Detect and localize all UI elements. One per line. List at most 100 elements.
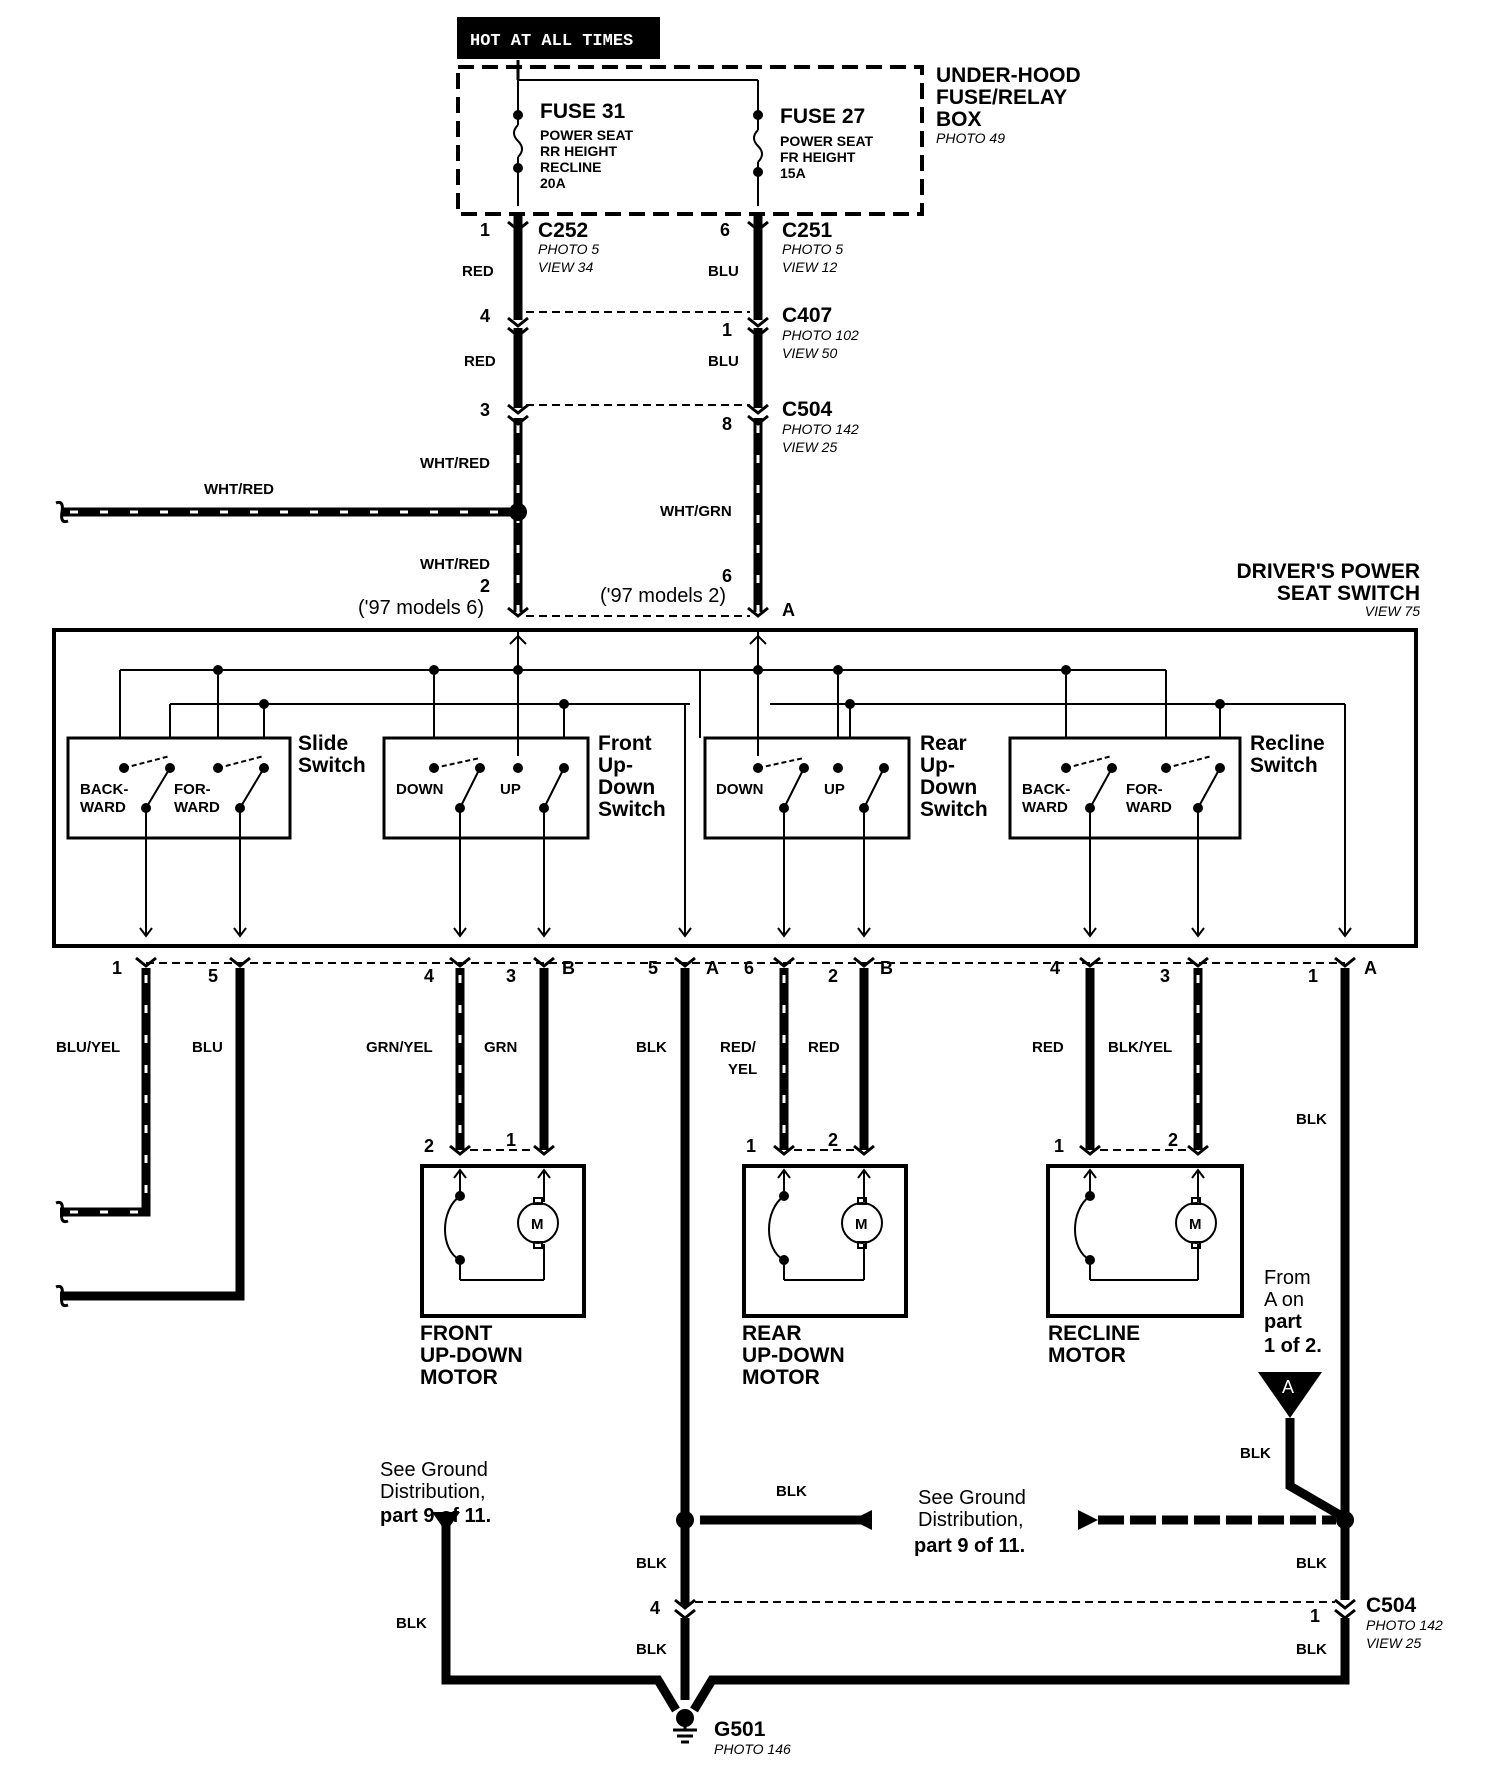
svg-text:HOT AT ALL TIMES: HOT AT ALL TIMES xyxy=(470,32,633,51)
wire-label-red-yel: YEL xyxy=(728,1061,757,1078)
svg-text:FUSE/RELAY: FUSE/RELAY xyxy=(936,86,1067,109)
switch-assembly-box xyxy=(52,628,1418,948)
connector-c252: C252 PHOTO 5 VIEW 34 xyxy=(538,219,599,275)
svg-text:M: M xyxy=(531,1216,544,1233)
svg-text:WARD: WARD xyxy=(174,799,220,816)
svg-text:POWER SEAT: POWER SEAT xyxy=(780,133,874,149)
from-a-triangle-icon: A xyxy=(1258,1372,1322,1418)
svg-text:BACK-: BACK- xyxy=(1022,781,1070,798)
svg-text:PHOTO 142: PHOTO 142 xyxy=(782,421,859,437)
connector-c504-bottom: C504 PHOTO 142 VIEW 25 xyxy=(1366,1594,1443,1651)
svg-text:WARD: WARD xyxy=(1022,799,1068,816)
wire-label-blk-yel: BLK/YEL xyxy=(1108,1039,1172,1056)
svg-text:FOR-: FOR- xyxy=(1126,781,1163,798)
svg-text:part 9 of 11.: part 9 of 11. xyxy=(914,1535,1025,1557)
svg-text:Distribution,: Distribution, xyxy=(918,1509,1024,1531)
drivers-power-seat-switch-title: DRIVER'S POWER SEAT SWITCH VIEW 75 xyxy=(1236,560,1420,619)
wire-label-blk: BLK xyxy=(636,1641,667,1658)
pin-recline-motor-1: 1 xyxy=(1054,1136,1064,1156)
bottom-pin-labels: 1 5 4 3 B 5 A 6 2 B 4 3 1 A xyxy=(112,958,1377,986)
svg-text:FUSE 31: FUSE 31 xyxy=(540,100,626,123)
blu-yel-wire xyxy=(55,968,151,1224)
switch-internal-junctions xyxy=(213,665,1225,709)
wire-label-wht-red: WHT/RED xyxy=(420,556,490,573)
pin-front-motor-1: 1 xyxy=(506,1130,516,1150)
blk-right-wire xyxy=(1340,968,1350,1600)
svg-text:6: 6 xyxy=(744,958,754,978)
pin-c504-right: 8 xyxy=(722,414,732,434)
pin-c407-right: 1 xyxy=(722,320,732,340)
hot-at-all-times-label: HOT AT ALL TIMES xyxy=(457,17,660,59)
svg-text:MOTOR: MOTOR xyxy=(1048,1344,1126,1367)
svg-text:DOWN: DOWN xyxy=(396,781,444,798)
wire-label-blk: BLK xyxy=(1296,1555,1327,1572)
svg-text:Rear: Rear xyxy=(920,732,967,755)
svg-text:FRONT: FRONT xyxy=(420,1322,492,1345)
svg-text:VIEW 75: VIEW 75 xyxy=(1365,603,1420,619)
fuse-31: FUSE 31 POWER SEAT RR HEIGHT RECLINE 20A xyxy=(513,80,634,206)
wire-label-red: RED xyxy=(1032,1039,1064,1056)
svg-text:2: 2 xyxy=(828,966,838,986)
wire-label-red: RED xyxy=(462,263,494,280)
pin-rear-motor-2: 2 xyxy=(828,1130,838,1150)
svg-text:Switch: Switch xyxy=(298,754,366,777)
svg-text:VIEW 25: VIEW 25 xyxy=(782,439,837,455)
svg-text:VIEW 34: VIEW 34 xyxy=(538,259,593,275)
svg-text:C252: C252 xyxy=(538,219,588,242)
svg-text:MOTOR: MOTOR xyxy=(420,1366,498,1389)
svg-text:M: M xyxy=(855,1216,868,1233)
svg-text:Distribution,: Distribution, xyxy=(380,1481,486,1503)
svg-text:UP: UP xyxy=(500,781,521,798)
svg-text:SEAT SWITCH: SEAT SWITCH xyxy=(1277,582,1420,605)
front-up-down-switch: DOWN UP Front Up- Down Switch xyxy=(382,732,666,840)
svg-text:Down: Down xyxy=(920,776,977,799)
svg-text:1: 1 xyxy=(1308,966,1318,986)
connector-c504-top: C504 PHOTO 142 VIEW 25 xyxy=(782,398,859,455)
wire-label-blk: BLK xyxy=(1296,1111,1327,1128)
svg-text:3: 3 xyxy=(506,966,516,986)
svg-text:BOX: BOX xyxy=(936,108,982,131)
rear-motor-wires xyxy=(773,968,875,1156)
recline-motor-wires xyxy=(1079,968,1209,1156)
svg-text:A: A xyxy=(706,958,719,978)
recline-switch: BACK- WARD FOR- WARD Recline Switch xyxy=(1008,732,1325,840)
svg-text:C504: C504 xyxy=(782,398,833,421)
svg-text:5: 5 xyxy=(648,958,658,978)
svg-text:4: 4 xyxy=(1050,958,1060,978)
svg-text:UP-DOWN: UP-DOWN xyxy=(420,1344,523,1367)
svg-text:REAR: REAR xyxy=(742,1322,802,1345)
rear-up-down-switch: DOWN UP Rear Up- Down Switch xyxy=(703,732,988,840)
pin-recline-motor-2: 2 xyxy=(1168,1130,1178,1150)
recline-motor: M RECLINE MOTOR xyxy=(1046,1164,1244,1367)
svg-text:Up-: Up- xyxy=(598,754,633,777)
svg-text:1 of 2.: 1 of 2. xyxy=(1264,1335,1322,1357)
svg-text:G501: G501 xyxy=(714,1718,766,1741)
svg-text:FR HEIGHT: FR HEIGHT xyxy=(780,149,856,165)
wire-label-blu: BLU xyxy=(708,353,739,370)
blu-wire xyxy=(55,968,245,1308)
wire-label-blk: BLK xyxy=(396,1615,427,1632)
wire-label-red: RED xyxy=(464,353,496,370)
connector-c251: C251 PHOTO 5 VIEW 12 xyxy=(782,219,843,275)
wht-red-side-wire xyxy=(55,500,527,524)
wire-label-blk: BLK xyxy=(636,1039,667,1056)
fuse-27: FUSE 27 POWER SEAT FR HEIGHT 15A xyxy=(753,80,874,206)
pin-c504-bottom-right: 1 xyxy=(1310,1606,1320,1626)
svg-text:WARD: WARD xyxy=(80,799,126,816)
svg-text:PHOTO 146: PHOTO 146 xyxy=(714,1741,791,1757)
svg-text:RECLINE: RECLINE xyxy=(1048,1322,1140,1345)
connector-c407: C407 PHOTO 102 VIEW 50 xyxy=(782,304,859,361)
svg-text:RR HEIGHT: RR HEIGHT xyxy=(540,143,617,159)
ground-g501-label: G501 PHOTO 146 xyxy=(714,1718,791,1757)
wire-label-red: RED xyxy=(808,1039,840,1056)
svg-text:UP-DOWN: UP-DOWN xyxy=(742,1344,845,1367)
svg-text:From: From xyxy=(1264,1267,1311,1289)
svg-text:C407: C407 xyxy=(782,304,832,327)
pin-c252: 1 xyxy=(480,220,490,240)
rear-up-down-motor: M REAR UP-DOWN MOTOR xyxy=(742,1164,908,1389)
connector-chevrons xyxy=(507,220,769,618)
svg-text:C504: C504 xyxy=(1366,1594,1417,1617)
ground-splice xyxy=(676,1510,1354,1530)
svg-text:C251: C251 xyxy=(782,219,833,242)
wire-label-blk: BLK xyxy=(636,1555,667,1572)
